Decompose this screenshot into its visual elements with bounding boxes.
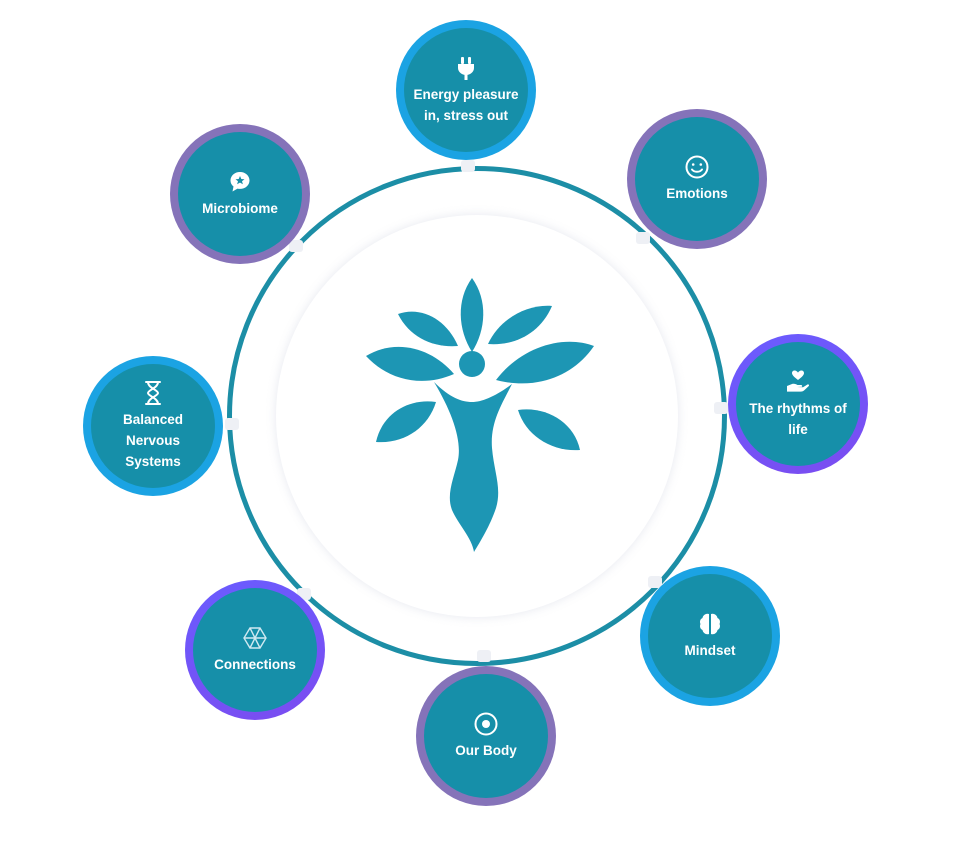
node-fill: The rhythms of life [736, 342, 860, 466]
heart-hand-icon [785, 369, 811, 395]
hexagon-icon [242, 625, 268, 651]
node-fill: Our Body [424, 674, 548, 798]
node-connections: Connections [185, 580, 325, 720]
node-label: Our Body [455, 743, 517, 758]
hourglass-icon [140, 380, 166, 406]
node-energy-pleasure: Energy pleasure in, stress out [396, 20, 536, 160]
node-fill: Emotions [635, 117, 759, 241]
node-label: Microbiome [202, 201, 278, 216]
node-fill: Microbiome [178, 132, 302, 256]
node-label: Mindset [684, 643, 736, 658]
tree-figure-logo [366, 278, 594, 552]
ring-connector [461, 160, 475, 172]
node-label: The rhythms of life [749, 400, 847, 437]
ring-connector [636, 232, 650, 244]
node-fill: Balanced Nervous Systems [91, 364, 215, 488]
node-label: Emotions [666, 186, 728, 201]
node-our-body: Our Body [416, 666, 556, 806]
node-fill: Energy pleasure in, stress out [404, 28, 528, 152]
node-mindset: Mindset [640, 566, 780, 706]
chat-star-icon [227, 169, 253, 195]
ring-connector [477, 650, 491, 662]
node-label: Energy pleasure in, stress out [413, 86, 519, 123]
target-icon [473, 711, 499, 737]
smiley-icon [684, 154, 710, 180]
node-rhythms-of-life: The rhythms of life [728, 334, 868, 474]
node-label: Balanced Nervous Systems [122, 412, 184, 469]
brain-icon [697, 611, 723, 637]
node-microbiome: Microbiome [170, 124, 310, 264]
node-balanced-nervous-systems: Balanced Nervous Systems [83, 356, 223, 496]
node-label: Connections [214, 657, 296, 672]
ring-connector [289, 240, 303, 252]
node-emotions: Emotions [627, 109, 767, 249]
node-fill: Mindset [648, 574, 772, 698]
ring-connector [225, 418, 239, 430]
plug-icon [453, 55, 479, 81]
ring-connector [714, 402, 728, 414]
ring-connector [648, 576, 662, 588]
outer-ring [227, 166, 727, 666]
node-fill: Connections [193, 588, 317, 712]
